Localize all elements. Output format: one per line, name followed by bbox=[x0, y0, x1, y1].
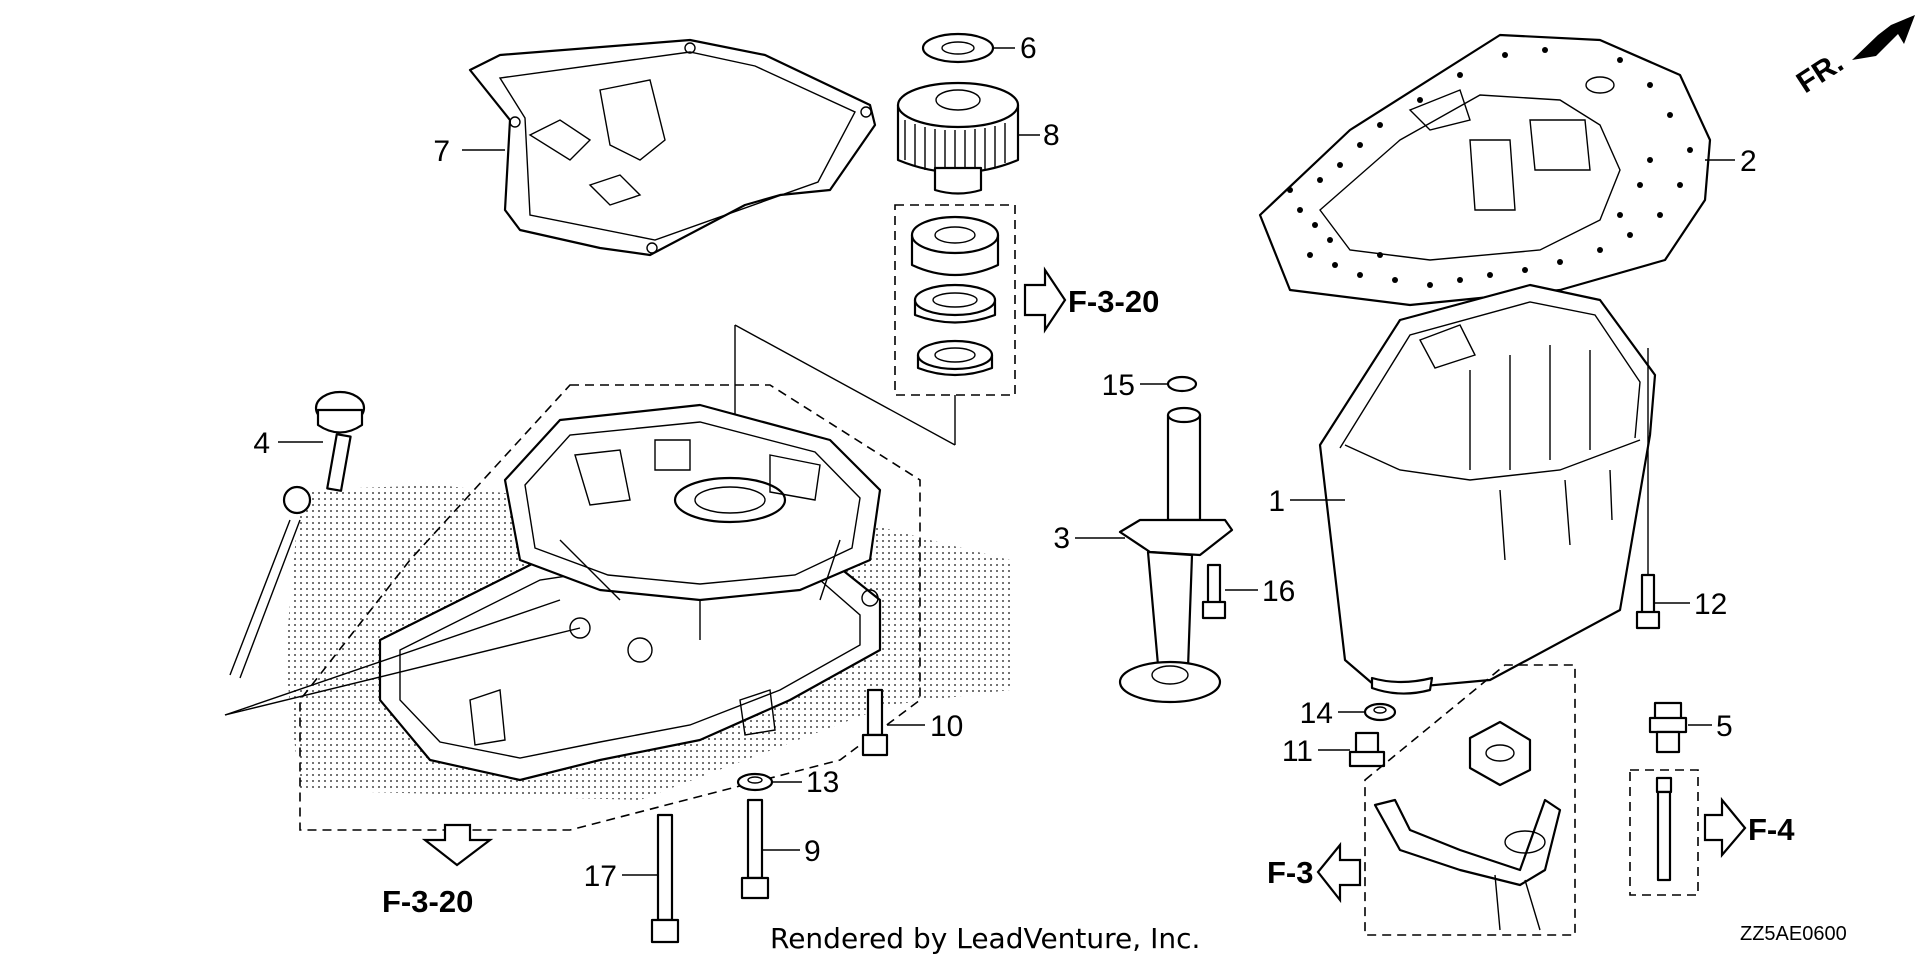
bracket-assembly[interactable] bbox=[1373, 720, 1562, 931]
ref-arrow-f-4[interactable]: F-4 bbox=[1703, 796, 1795, 858]
diagram-code: ZZ5AE0600 bbox=[1740, 923, 1847, 945]
bearing-group-box bbox=[894, 204, 1016, 396]
part-6-lock-washer[interactable] bbox=[921, 32, 1015, 64]
part-9-bolt[interactable] bbox=[740, 798, 800, 900]
down-arrow-icon bbox=[421, 823, 494, 867]
ref-label-f-3: F-3 bbox=[1267, 855, 1314, 890]
ref-label-f-3-20-bottom: F-3-20 bbox=[382, 884, 473, 919]
callout-4: 4 bbox=[253, 427, 270, 460]
tube-group-box bbox=[1629, 769, 1699, 896]
callout-2: 2 bbox=[1740, 145, 1757, 178]
bracket-group-box bbox=[1364, 664, 1576, 936]
callout-14: 14 bbox=[1300, 697, 1333, 730]
part-main-case-assembly bbox=[224, 384, 1010, 831]
part-10-bolt[interactable] bbox=[861, 688, 925, 757]
part-4-dipstick[interactable] bbox=[229, 390, 366, 679]
case-group-outline bbox=[299, 384, 921, 831]
right-arrow-icon bbox=[1023, 266, 1067, 334]
part-2-gasket-plate[interactable] bbox=[1258, 33, 1735, 307]
part-13-washer[interactable] bbox=[736, 772, 802, 792]
ref-arrow-f-3[interactable]: F-3 bbox=[1267, 841, 1362, 904]
callout-5: 5 bbox=[1716, 710, 1733, 743]
callout-3: 3 bbox=[1053, 522, 1070, 555]
callout-9: 9 bbox=[804, 835, 821, 868]
callout-1: 1 bbox=[1268, 485, 1285, 518]
callout-13: 13 bbox=[806, 766, 839, 799]
front-direction-indicator: FR. bbox=[1791, 15, 1915, 100]
part-12-bolt[interactable] bbox=[1635, 348, 1690, 630]
part-1-oil-pan[interactable] bbox=[1290, 283, 1657, 695]
ref-label-f-4: F-4 bbox=[1748, 812, 1795, 847]
callout-11: 11 bbox=[1282, 735, 1313, 768]
part-3-oil-pipe-strainer[interactable] bbox=[1075, 406, 1234, 704]
front-label: FR. bbox=[1791, 46, 1850, 100]
part-15-o-ring[interactable] bbox=[1140, 375, 1198, 393]
part-14-washer[interactable] bbox=[1338, 702, 1397, 722]
callout-12: 12 bbox=[1694, 588, 1727, 621]
ref-arrow-f-3-20-bottom[interactable]: F-3-20 bbox=[382, 823, 494, 919]
part-8-gear[interactable] bbox=[896, 81, 1040, 195]
front-arrow-icon bbox=[1852, 15, 1915, 60]
callout-15: 15 bbox=[1102, 369, 1135, 402]
callout-6: 6 bbox=[1020, 32, 1037, 65]
ref-label-f-3-20-top: F-3-20 bbox=[1068, 284, 1159, 319]
callout-17: 17 bbox=[584, 860, 617, 893]
drain-tube[interactable] bbox=[1655, 776, 1673, 882]
right-arrow-icon bbox=[1703, 796, 1747, 858]
part-7-gasket[interactable] bbox=[462, 38, 877, 257]
callout-8: 8 bbox=[1043, 119, 1060, 152]
part-16-bolt[interactable] bbox=[1201, 563, 1258, 620]
ref-arrow-f-3-20-top[interactable]: F-3-20 bbox=[1023, 266, 1159, 334]
callout-10: 10 bbox=[930, 710, 963, 743]
part-5-fitting[interactable] bbox=[1648, 701, 1712, 754]
credit-text: Rendered by LeadVenture, Inc. bbox=[770, 922, 1200, 955]
callout-16: 16 bbox=[1262, 575, 1295, 608]
bearing-stack[interactable] bbox=[910, 215, 1000, 377]
part-11-drain-plug[interactable] bbox=[1318, 731, 1386, 768]
gasket-holes bbox=[1287, 47, 1693, 288]
part-17-long-bolt[interactable] bbox=[622, 813, 680, 944]
left-arrow-icon bbox=[1316, 841, 1362, 904]
callout-7: 7 bbox=[433, 135, 450, 168]
